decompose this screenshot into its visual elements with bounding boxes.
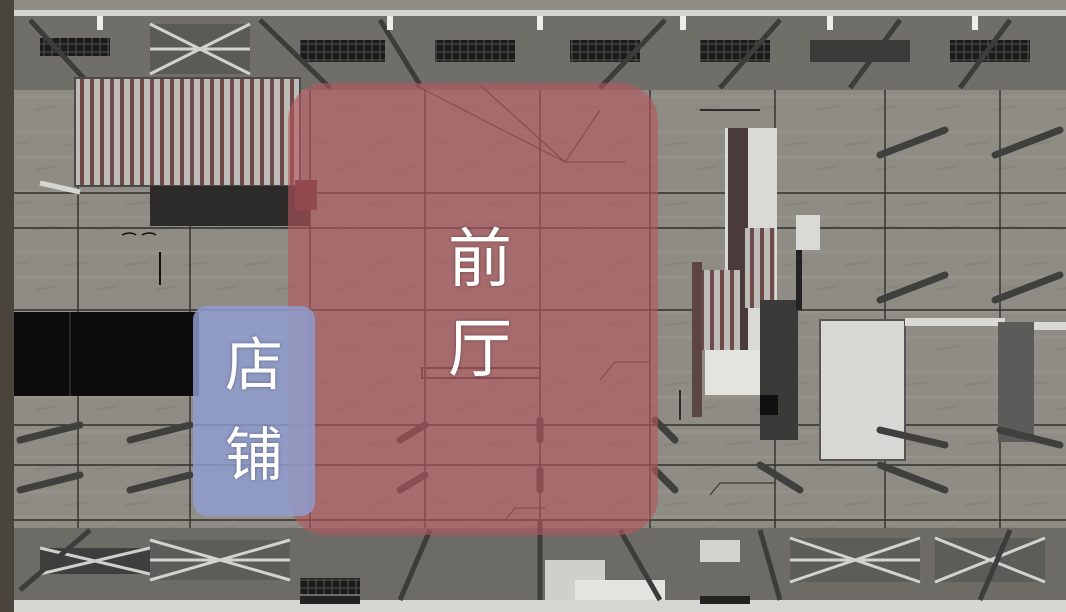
shop-zone-overlay <box>193 306 315 516</box>
top-structure-band <box>14 10 1066 90</box>
left-dark-wall <box>14 232 199 396</box>
bottom-structure-band <box>14 520 1066 612</box>
lobby-label-char: 厅 <box>448 313 512 387</box>
shop-label-char: 店 <box>224 331 283 399</box>
shop-label-char: 铺 <box>224 421 283 489</box>
lobby-label-char: 前 <box>448 223 512 297</box>
lobby-zone-label: 前厅 <box>395 215 565 395</box>
lobby-zone-overlay <box>288 83 658 535</box>
right-stair-tower <box>679 109 1066 461</box>
shop-zone-label: 店铺 <box>195 320 313 500</box>
upper-left-stair-block <box>39 77 317 226</box>
